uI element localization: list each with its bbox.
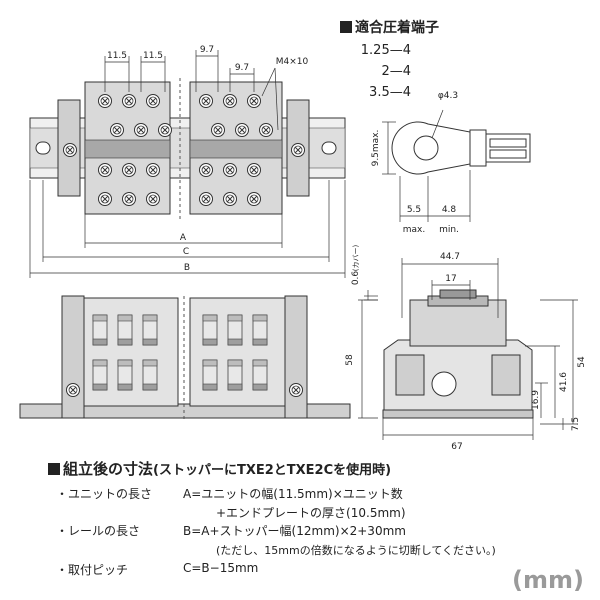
dim-height-54: 54 (577, 356, 587, 368)
terminals-title: 適合圧着端子 (355, 20, 439, 36)
side-view (358, 258, 578, 440)
square-bullet-icon (48, 463, 60, 475)
dim-lug-len1: 5.5 (407, 205, 421, 215)
square-bullet-icon (340, 21, 352, 33)
unit-length-formula: A=ユニットの幅(11.5mm)×ユニット数 (183, 487, 403, 501)
dim-screw: M4×10 (276, 57, 309, 67)
rail-length-formula: B=A+ストッパー幅(12mm)×2+30mm (183, 524, 406, 538)
dim-total-height: 58 (345, 354, 355, 366)
dim-height-41-6: 41.6 (559, 372, 569, 392)
dim-pitch-c: 9.7 (200, 45, 214, 55)
dim-base-width: 67 (451, 442, 462, 452)
assembly-heading: 組立後の寸法(ストッパーにTXE2とTXE2Cを使用時) (48, 458, 391, 479)
dim-inner-width: 17 (445, 274, 456, 284)
dim-a: A (180, 233, 187, 243)
unit-length-label: ・ユニットの長さ (56, 487, 153, 501)
dim-lug-len2-note: min. (439, 225, 459, 235)
pitch-label: ・取付ピッチ (56, 563, 129, 577)
dim-lug-len2: 4.8 (442, 205, 457, 215)
dim-cover-gap: 0.6 (351, 271, 361, 286)
dim-cover-gap-note: (カバー) (352, 245, 360, 272)
pitch-formula: C=B−15mm (183, 561, 259, 575)
rail-length-note: (ただし、15mmの倍数になるように切断してください。) (216, 544, 496, 557)
dim-pitch-b: 11.5 (143, 51, 163, 61)
dim-height-16-9: 16.9 (531, 390, 541, 410)
dim-top-width: 44.7 (440, 252, 460, 262)
dim-lug-len1-note: max. (403, 225, 425, 235)
assembly-title: 組立後の寸法 (63, 460, 154, 478)
top-view (29, 50, 346, 278)
dim-c: C (183, 247, 189, 257)
unit-length-formula-2: +エンドプレートの厚さ(10.5mm) (216, 506, 406, 520)
terminal-item: 1.25—4 (360, 43, 411, 58)
terminals-heading: 適合圧着端子 (340, 17, 439, 37)
dim-pitch-a: 11.5 (107, 51, 127, 61)
rail-length-label: ・レールの長さ (56, 524, 141, 538)
unit-label: (mm) (512, 566, 584, 594)
dim-pitch-d: 9.7 (235, 63, 249, 73)
dim-b: B (184, 263, 190, 273)
terminal-item: 3.5—4 (369, 85, 411, 100)
terminal-item: 2—4 (381, 64, 411, 79)
dim-lug-width: 9.5max. (371, 130, 381, 167)
terminals-list: 1.25—4 2—4 3.5—4 (336, 40, 411, 103)
assembly-subtitle: (ストッパーにTXE2とTXE2Cを使用時) (153, 463, 392, 478)
dim-lug-hole: φ4.3 (438, 91, 458, 101)
crimp-lug (382, 109, 531, 222)
dim-height-7-5: 7.5 (571, 417, 581, 431)
front-view (19, 295, 351, 420)
